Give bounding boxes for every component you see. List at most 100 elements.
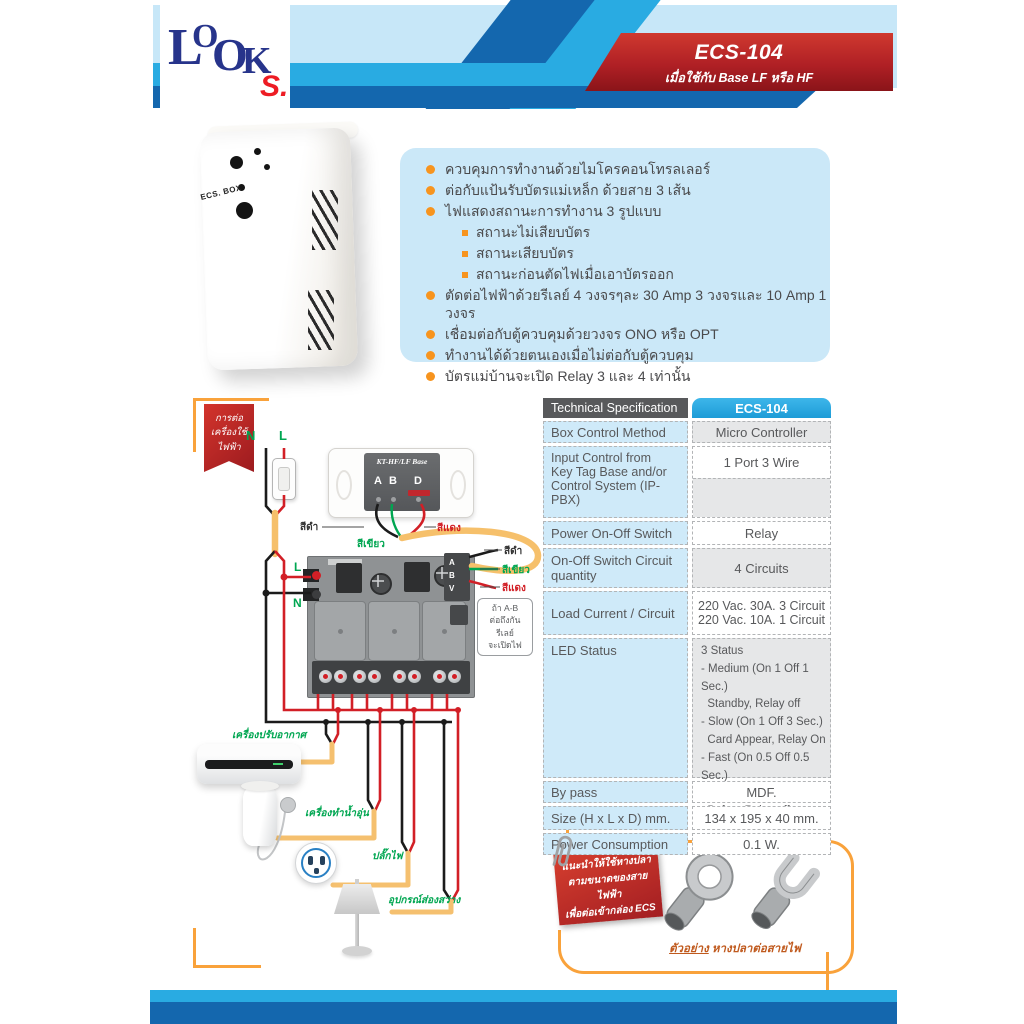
device-vent-lower xyxy=(308,290,334,350)
board-component xyxy=(336,563,362,593)
paperclip-icon xyxy=(552,835,573,867)
spec-value: Micro Controller xyxy=(692,421,831,443)
device-led-dot xyxy=(264,164,270,170)
orange-corner-line xyxy=(826,952,829,990)
spec-label: Box Control Method xyxy=(543,421,688,443)
terminal-screw xyxy=(448,670,461,683)
color-label-red: สีแดง xyxy=(502,583,526,594)
outlet-illustration xyxy=(295,842,337,884)
feature-item: บัตรแม่บ้านจะเปิด Relay 3 และ 4 เท่านั้น xyxy=(400,368,830,386)
board-label-l: L xyxy=(294,560,302,574)
base-terminal-b: B xyxy=(389,475,397,487)
feature-item: ตัดต่อไฟฟ้าด้วยรีเลย์ 4 วงจรๆละ 30 Amp 3… xyxy=(400,287,830,322)
outlet-ground-hole xyxy=(314,868,319,874)
spec-row: Size (H x L x D) mm. 134 x 195 x 40 mm. xyxy=(543,806,831,830)
color-label-green: สีเขียว xyxy=(357,539,385,550)
base-screw-slot xyxy=(450,470,466,500)
label-power-plug: ปลั๊กไฟ xyxy=(372,851,403,862)
feature-subitem: สถานะก่อนตัดไฟเมื่อเอาบัตรออก xyxy=(400,266,830,284)
bullet-square-icon xyxy=(462,230,468,236)
logo-letter: L xyxy=(168,19,203,76)
feature-list: ควบคุมการทำงานด้วยไมโครคอนโทรลเลอร์ ต่อก… xyxy=(400,148,830,384)
spec-header-row: Technical Specification ECS-104 xyxy=(543,398,831,418)
terminal-hole xyxy=(416,497,421,502)
spec-value-text: 1 Port 3 Wire xyxy=(723,455,800,470)
terminal-screw xyxy=(353,670,366,683)
spec-row: Box Control Method Micro Controller xyxy=(543,421,831,443)
color-label-green: สีเขียว xyxy=(502,565,530,576)
spec-value: 4 Circuits xyxy=(692,548,831,588)
terminal-screw xyxy=(433,670,446,683)
color-label-red: สีแดง xyxy=(437,523,461,534)
bullet-icon xyxy=(426,165,435,174)
base-terminal-d: D xyxy=(414,475,422,487)
feature-item: ควบคุมการทำงานด้วยไมโครคอนโทรลเลอร์ xyxy=(400,161,830,179)
lug-caption: ตัวอย่าง หางปลาต่อสายไฟ xyxy=(642,940,828,958)
outlet-pin-hole xyxy=(320,856,325,865)
color-label-black: สีดำ xyxy=(300,522,319,533)
terminal-screw xyxy=(368,670,381,683)
board-connector-small xyxy=(450,605,468,625)
base-screw-slot xyxy=(336,470,352,500)
spec-row: Input Control from Key Tag Base and/or C… xyxy=(543,446,831,518)
bullet-icon xyxy=(426,371,435,381)
spec-row: Power Consumption 0.1 W. xyxy=(543,833,831,855)
orange-corner-line xyxy=(193,928,196,968)
orange-corner-line xyxy=(193,398,196,452)
spec-label: Load Current / Circuit xyxy=(543,591,688,635)
color-label-black: สีดำ xyxy=(504,546,523,557)
air-conditioner-illustration xyxy=(197,744,301,784)
device-led-dot xyxy=(230,156,243,169)
product-photo-ecs-box: ECS. BOX xyxy=(178,118,390,380)
input-terminal-l xyxy=(312,571,321,580)
feature-subitem: สถานะไม่เสียบบัตร xyxy=(400,224,830,242)
logo-letter-s: S. xyxy=(260,70,289,103)
diagram-ribbon: การต่อ เครื่องใช้ ไฟฟ้า xyxy=(204,404,254,472)
spec-value: 220 Vac. 30A. 3 Circuit 220 Vac. 10A. 1 … xyxy=(692,591,831,635)
output-terminal-strip xyxy=(312,661,470,694)
shower-head-illustration xyxy=(280,797,296,813)
bullet-icon xyxy=(426,291,435,300)
feature-item: ทำงานได้ด้วยตนเองเมื่อไม่ต่อกับตู้ควบคุม xyxy=(400,347,830,365)
spec-row: Load Current / Circuit 220 Vac. 30A. 3 C… xyxy=(543,591,831,635)
footer-cyan-stripe xyxy=(150,990,897,1002)
logo-letter: O xyxy=(212,29,248,80)
ecs-board-illustration: A B V xyxy=(303,553,475,698)
bullet-icon xyxy=(426,207,435,216)
board-fan xyxy=(370,573,392,595)
logo-letter: K xyxy=(242,40,272,82)
fork-terminal-lug xyxy=(751,851,821,929)
water-heater-illustration xyxy=(241,781,279,846)
label-lighting: อุปกรณ์ส่องสว่าง xyxy=(388,895,461,906)
model-subtitle: เมื่อใช้กับ Base LF หรือ HF xyxy=(664,71,814,85)
relay-block xyxy=(314,601,366,661)
spec-row: On-Off Switch Circuit quantity 4 Circuit… xyxy=(543,548,831,588)
board-connector-abv: A B V xyxy=(444,553,470,601)
orange-corner-line xyxy=(193,965,261,968)
lamp-illustration xyxy=(334,879,380,964)
feature-item: ไฟแสดงสถานะการทำงาน 3 รูปแบบ xyxy=(400,203,830,221)
bullet-square-icon xyxy=(462,272,468,278)
spec-row: By pass MDF. xyxy=(543,781,831,803)
spec-label: Power On-Off Switch xyxy=(543,521,688,545)
terminal-hole xyxy=(376,497,381,502)
terminal-screw xyxy=(319,670,332,683)
ac-vent-slot xyxy=(205,760,293,769)
device-led-dot xyxy=(254,148,261,155)
terminal-screw xyxy=(393,670,406,683)
spec-value: 3 Status - Medium (On 1 Off 1 Sec.) Stan… xyxy=(692,638,831,817)
spec-header-right: ECS-104 xyxy=(692,398,831,418)
bullet-icon xyxy=(426,186,435,195)
wire-label-n: N xyxy=(246,428,256,443)
device-led-dot xyxy=(236,202,253,219)
spec-label: Input Control from Key Tag Base and/or C… xyxy=(543,446,688,518)
terminal-screw xyxy=(334,670,347,683)
feature-item: ต่อกับแป้นรับบัตรแม่เหล็ก ด้วยสาย 3 เส้น xyxy=(400,182,830,200)
relay-block xyxy=(368,601,420,661)
device-vent-upper xyxy=(312,190,338,250)
looks-logo-text: L O O K S. xyxy=(168,19,288,106)
spec-label: Size (H x L x D) mm. xyxy=(543,806,688,830)
spec-row: LED Status 3 Status - Medium (On 1 Off 1… xyxy=(543,638,831,817)
relay-note: ถ้า A-B ต่อถึงกัน รีเลย์ จะเปิดไฟ xyxy=(477,598,533,656)
spec-table: Technical Specification ECS-104 Box Cont… xyxy=(543,398,831,858)
